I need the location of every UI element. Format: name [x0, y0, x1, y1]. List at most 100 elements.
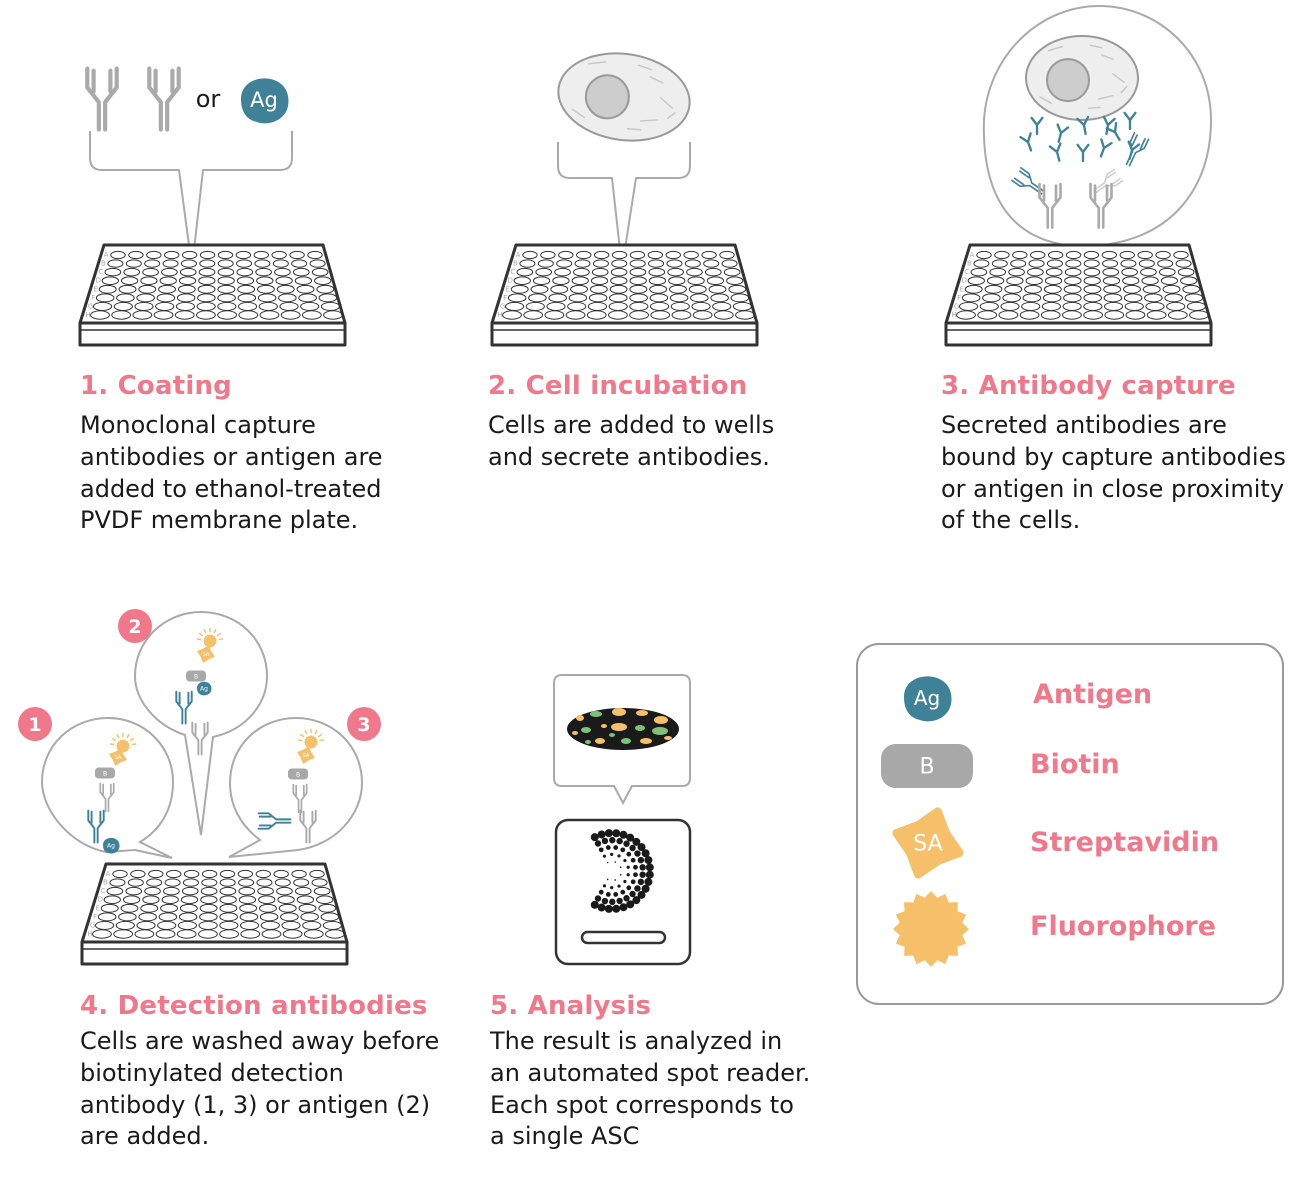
well: [1027, 267, 1044, 277]
well: [1006, 276, 1024, 286]
well: [200, 886, 218, 896]
well: [1173, 250, 1189, 260]
spot: [576, 715, 584, 721]
well: [1164, 293, 1183, 303]
plate-row-letter: C: [100, 887, 105, 895]
well: [1025, 276, 1043, 286]
well: [532, 276, 551, 286]
badge-number: 2: [128, 616, 141, 638]
antibody-icon: [1048, 142, 1062, 162]
reader-dot: [626, 900, 635, 909]
reader-dot: [626, 833, 635, 842]
well: [110, 250, 126, 260]
variant-badge-3: 3: [347, 707, 381, 741]
well: [309, 869, 325, 879]
well: [90, 310, 110, 320]
well: [956, 310, 976, 320]
well: [179, 903, 198, 913]
well: [140, 903, 159, 913]
well: [610, 267, 628, 277]
antibody-icon: [99, 782, 115, 813]
well: [176, 929, 197, 939]
step-5-analysis: [553, 674, 692, 966]
well: [523, 310, 544, 320]
well: [261, 929, 282, 939]
spot: [611, 723, 627, 731]
well: [576, 250, 592, 260]
antibody-icon: [299, 809, 317, 844]
fluorophore-icon: [297, 728, 325, 749]
reader-dot: [634, 850, 641, 857]
reader-dot: [634, 885, 641, 892]
well: [1062, 310, 1082, 320]
well: [111, 310, 132, 320]
spot: [621, 738, 631, 744]
spot: [590, 711, 602, 717]
well: [217, 310, 237, 320]
well: [608, 310, 628, 320]
reader-dot: [637, 878, 645, 886]
antigen-label: Ag: [107, 843, 115, 850]
reader-dot: [602, 884, 607, 888]
well: [159, 276, 177, 286]
well: [256, 284, 275, 294]
reader-dot: [604, 904, 613, 913]
spot: [601, 724, 607, 728]
well: [706, 276, 725, 286]
well: [116, 293, 135, 303]
well: [611, 250, 628, 260]
well: [668, 276, 686, 286]
well: [1155, 250, 1171, 260]
well: [291, 259, 308, 268]
well: [236, 259, 253, 268]
plate-row-letter: B: [967, 260, 972, 268]
well: [240, 929, 261, 939]
well: [254, 259, 271, 268]
streptavidin-label: SA: [303, 753, 310, 759]
well: [122, 895, 141, 905]
well: [977, 310, 998, 320]
streptavidin-icon: SA: [109, 748, 127, 766]
well: [101, 276, 119, 286]
well: [507, 293, 527, 303]
reader-dot: [641, 849, 650, 858]
antigen-icon: Ag: [103, 837, 120, 854]
legend-label-streptavidin: Streptavidin: [1030, 827, 1220, 858]
well: [253, 250, 269, 260]
well: [554, 267, 571, 277]
well: [544, 310, 565, 320]
well: [730, 293, 750, 303]
well: [522, 250, 538, 260]
reader-dot: [594, 840, 602, 847]
reader-dot: [605, 892, 611, 897]
plate-row-letter: B: [513, 260, 518, 268]
well-grid: [92, 869, 345, 939]
plate-row-letter: G: [500, 302, 505, 310]
reader-dot: [623, 858, 627, 863]
well: [296, 895, 315, 905]
plate-row-letter: B: [101, 260, 106, 268]
reader-dot: [645, 870, 654, 879]
well: [100, 903, 119, 913]
antibody-icon: [191, 721, 209, 756]
well: [726, 276, 744, 286]
reader-dot: [604, 829, 613, 838]
well: [237, 869, 254, 879]
reader-dot: [637, 890, 646, 899]
reader-dot: [641, 884, 650, 893]
plate-row-letter: B: [103, 879, 108, 887]
well: [280, 310, 301, 320]
well: [162, 259, 179, 268]
reader-dot: [619, 903, 628, 912]
well: [967, 276, 985, 286]
well: [964, 284, 983, 294]
well: [535, 267, 553, 277]
well: [217, 284, 236, 294]
well: [982, 293, 1001, 303]
zoom-circle: [982, 4, 1213, 264]
well: [239, 903, 258, 913]
well: [994, 250, 1010, 260]
